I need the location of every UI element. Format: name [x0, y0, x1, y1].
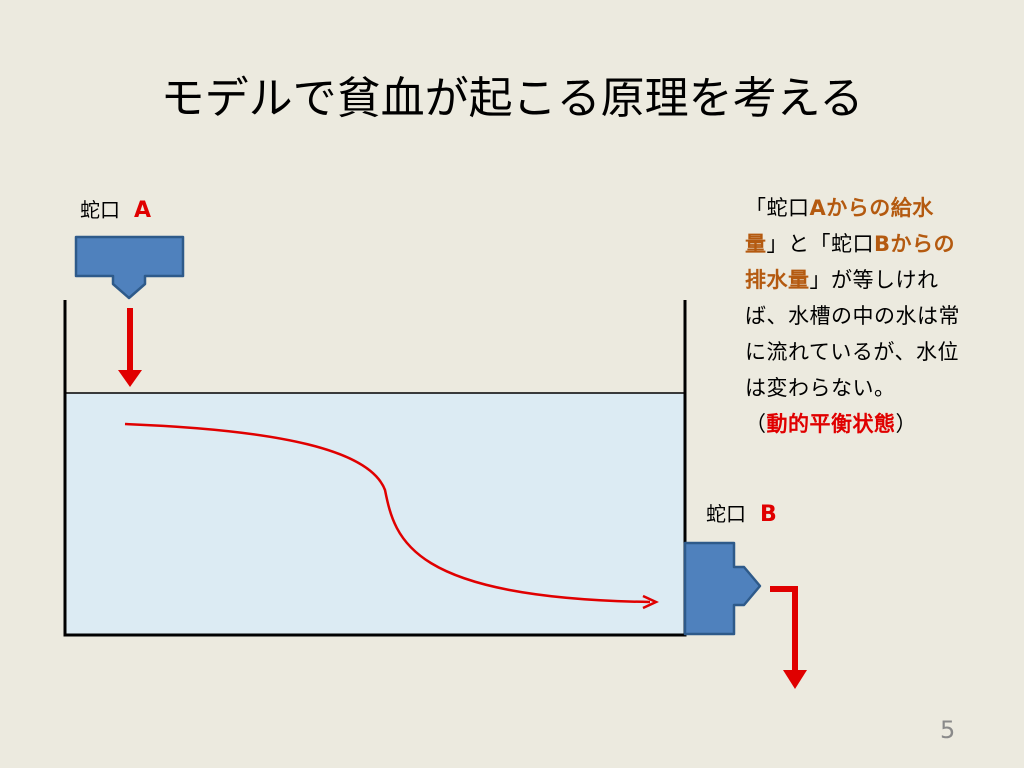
inflow-arrow-head	[118, 370, 142, 387]
faucet-a-icon	[74, 235, 185, 300]
outflow-arrow-head	[783, 670, 807, 689]
explanation-part-1: 「蛇口	[745, 196, 810, 220]
explanation-text: 「蛇口Aからの給水量」と「蛇口Bからの排水量」が等しければ、水槽の中の水は常に流…	[745, 190, 965, 442]
explanation-part-5: 」が等しければ、水槽の中の水は常に流れているが、水位は変わらない。	[745, 268, 960, 400]
faucet-a-label-text: 蛇口	[80, 198, 120, 222]
drain-from-faucet-b: Bからの排水量	[745, 232, 956, 292]
supply-from-faucet-a: Aからの給水量	[745, 196, 934, 256]
explanation-part-3: 」と「蛇口	[766, 232, 874, 256]
faucet-b-letter: B	[760, 502, 777, 527]
faucet-a-label: 蛇口 A	[80, 194, 151, 223]
page-number: 5	[940, 716, 956, 744]
dynamic-equilibrium: 動的平衡状態	[766, 412, 896, 436]
faucet-b-label: 蛇口 B	[706, 498, 777, 527]
paren-open: （	[745, 412, 767, 436]
faucet-a-letter: A	[134, 198, 152, 223]
paren-close: ）	[895, 412, 917, 436]
faucet-b-icon	[683, 541, 762, 636]
faucet-b-label-text: 蛇口	[706, 502, 746, 526]
slide-title: モデルで貧血が起こる原理を考える	[160, 73, 864, 124]
flow-curve	[124, 422, 651, 604]
water-body	[66, 393, 684, 634]
outflow-arrow-shaft	[770, 586, 798, 672]
tank-walls	[63, 300, 687, 637]
flow-arrow-head	[642, 594, 659, 610]
